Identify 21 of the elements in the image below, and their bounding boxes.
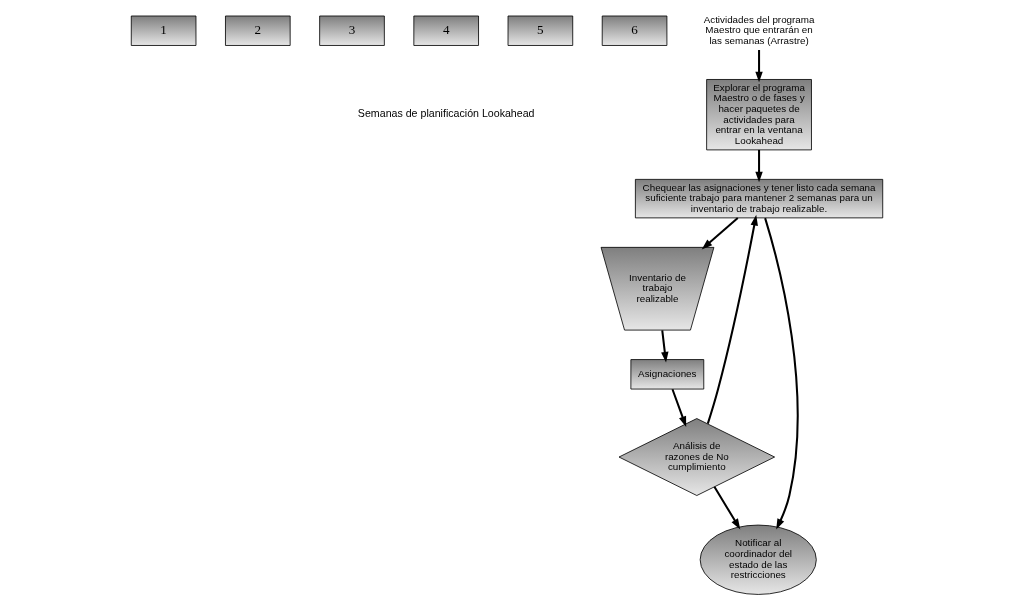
arrow <box>706 214 758 424</box>
node-box: 2 <box>224 15 291 46</box>
node-diamond: Análisis de razones de No cumplimiento <box>618 418 775 496</box>
label: Semanas de planificación Lookahead <box>357 107 534 120</box>
arrow <box>701 217 738 250</box>
arrow <box>713 486 740 530</box>
node-ellipse: Notificar al coordinador del estado de las restricciones <box>699 524 817 595</box>
arrow <box>671 388 686 427</box>
node-text: Actividades del programa Maestro que entrarán en las semanas (Arrastre) <box>703 13 814 46</box>
arrow <box>660 330 668 363</box>
node-box: 4 <box>412 15 479 46</box>
arrow <box>763 217 799 530</box>
node-box: Chequear las asignaciones y tener listo cada semana suficiente trabajo para mantener 2 semanas para un inventario de trabajo realizable. <box>634 179 883 219</box>
arrow <box>754 50 763 83</box>
node-box: 5 <box>507 15 573 46</box>
node-box: 3 <box>318 15 385 46</box>
arrow <box>754 149 763 183</box>
node-box: 6 <box>601 15 667 46</box>
node-box: 1 <box>130 15 196 46</box>
node-box: Asignaciones <box>629 359 704 390</box>
node-box: Explorar el programa Maestro o de fases y hacer paquetes de actividades para entrar en la ventana Lookahead <box>705 79 812 151</box>
